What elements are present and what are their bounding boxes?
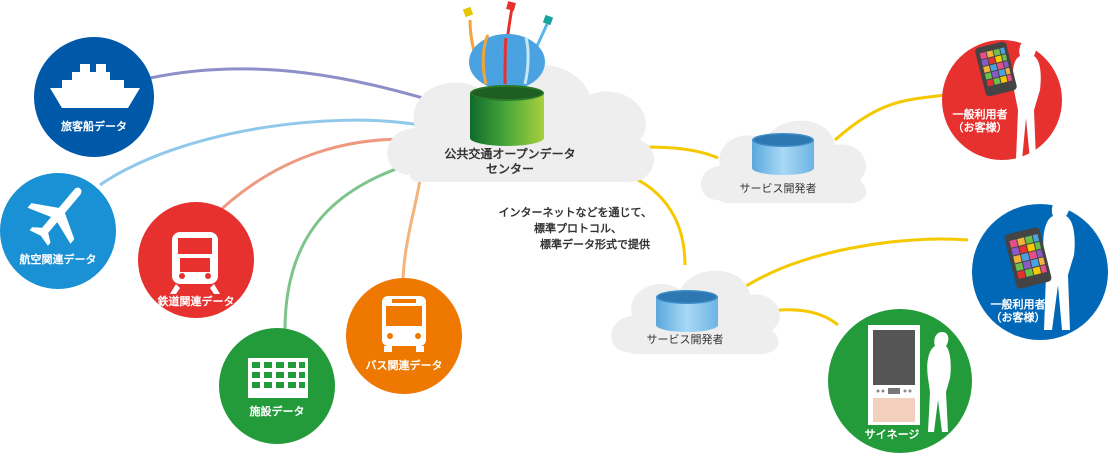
source-label-building: 施設データ	[250, 404, 305, 418]
annotation-line3: 標準データ形式で提供	[540, 237, 650, 251]
annotation-line1: インターネットなどを通じて、	[499, 206, 652, 219]
stream-cap-yellow	[462, 6, 474, 18]
developer-cloud-2: サービス開発者	[611, 270, 780, 355]
ship-icon	[50, 64, 140, 108]
developer-label-1: サービス開発者	[740, 181, 817, 195]
connector-bus	[401, 179, 422, 279]
consumer-label-2-line2: （お客様）	[991, 310, 1046, 324]
consumer-signage: サイネージ	[828, 309, 972, 453]
consumer-label-1-line1: 一般利用者	[953, 107, 1008, 121]
signage-icon	[868, 325, 951, 432]
database-drum-icon	[752, 133, 814, 175]
source-train: 鉄道関連データ	[138, 202, 254, 318]
smartphone-woman-icon	[975, 40, 1041, 160]
building-icon	[248, 358, 308, 398]
connector-ship	[149, 67, 431, 102]
source-label-train: 鉄道関連データ	[158, 294, 235, 308]
annotation-line2: 標準プロトコル、	[534, 221, 622, 235]
center-title-line2: センター	[486, 162, 534, 176]
connector-dev1-user1	[834, 93, 946, 142]
stream-cap-red	[506, 1, 516, 11]
source-ship: 旅客船データ	[34, 37, 154, 157]
center-title-line1: 公共交通オープンデータ	[444, 146, 575, 161]
source-bus: バス関連データ	[346, 278, 462, 394]
airplane-icon	[27, 187, 82, 246]
developer-cloud-1: サービス開発者	[700, 120, 867, 204]
source-label-ship: 旅客船データ	[61, 119, 127, 133]
smartphone-man-icon	[1004, 198, 1075, 330]
connector-dev2-user2	[739, 237, 969, 292]
consumer-label-2-line1: 一般利用者	[991, 297, 1046, 311]
connector-airplane	[99, 118, 421, 187]
consumer-user-1: 一般利用者 （お客様）	[942, 40, 1062, 160]
bus-icon	[382, 296, 426, 352]
source-airplane: 航空関連データ	[0, 173, 116, 289]
consumer-user-2: 一般利用者 （お客様）	[972, 198, 1108, 340]
consumer-label-1-line2: （お客様）	[953, 120, 1008, 134]
stream-cap-teal	[542, 14, 554, 26]
train-icon	[170, 232, 220, 294]
source-building: 施設データ	[219, 328, 335, 444]
developer-label-2: サービス開発者	[647, 332, 724, 346]
connector-center-dev2	[627, 173, 687, 266]
database-drum-icon	[656, 290, 718, 332]
center-cloud: 公共交通オープンデータ センター	[387, 1, 655, 183]
source-label-airplane: 航空関連データ	[20, 252, 97, 266]
source-label-bus: バス関連データ	[366, 358, 443, 372]
annotation: インターネットなどを通じて、 標準プロトコル、 標準データ形式で提供	[499, 206, 652, 251]
database-drum-icon	[470, 85, 544, 146]
consumer-label-signage: サイネージ	[865, 428, 920, 441]
